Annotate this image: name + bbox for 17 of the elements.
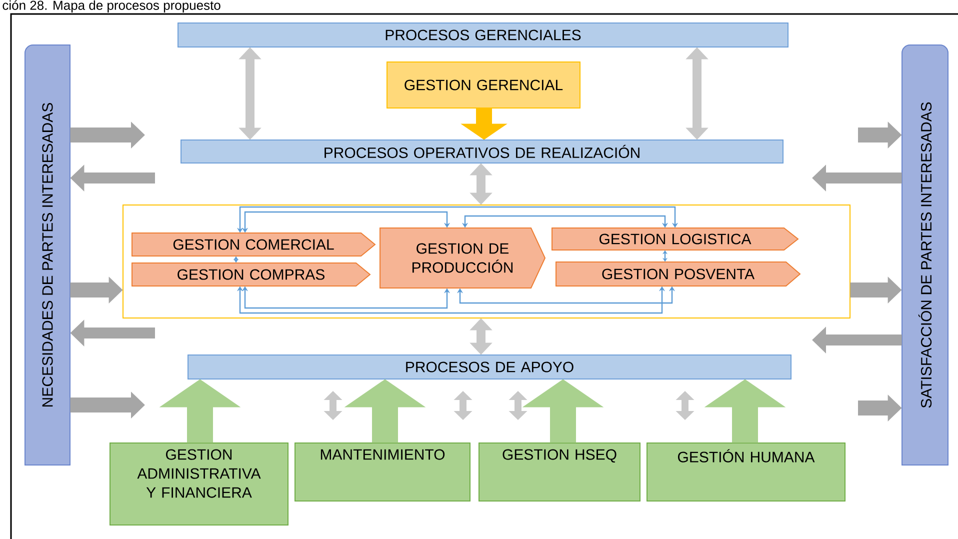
chevron-box: GESTION COMPRAS [132,262,371,286]
process-band: PROCESOS OPERATIVOS DE REALIZACIÓN [180,140,784,164]
process-box: GESTIÓN HUMANA [646,442,846,502]
process-box: GESTION ADMINISTRATIVA Y FINANCIERA [110,442,288,526]
process-box: MANTENIMIENTO [294,442,470,502]
side-band: SATISFACCIÓN DE PARTES INTERESADAS [902,44,948,466]
chevron-box: GESTION COMERCIAL [132,232,376,256]
chevron-box: GESTION LOGISTICA [552,228,799,250]
process-band: PROCESOS GERENCIALES [178,22,788,48]
callout-box: GESTION GERENCIAL [386,62,580,108]
chevron-box: GESTION POSVENTA [556,262,801,286]
process-box: GESTION HSEQ [478,442,640,502]
figure-title: ción 28. Mapa de procesos propuesto [2,0,220,12]
group-frame [122,204,850,318]
side-band: NECESIDADES DE PARTES INTERESADAS [24,44,70,466]
process-band: PROCESOS DE APOYO [188,354,792,380]
chevron-box: GESTION DE PRODUCCIÓN [380,228,546,288]
